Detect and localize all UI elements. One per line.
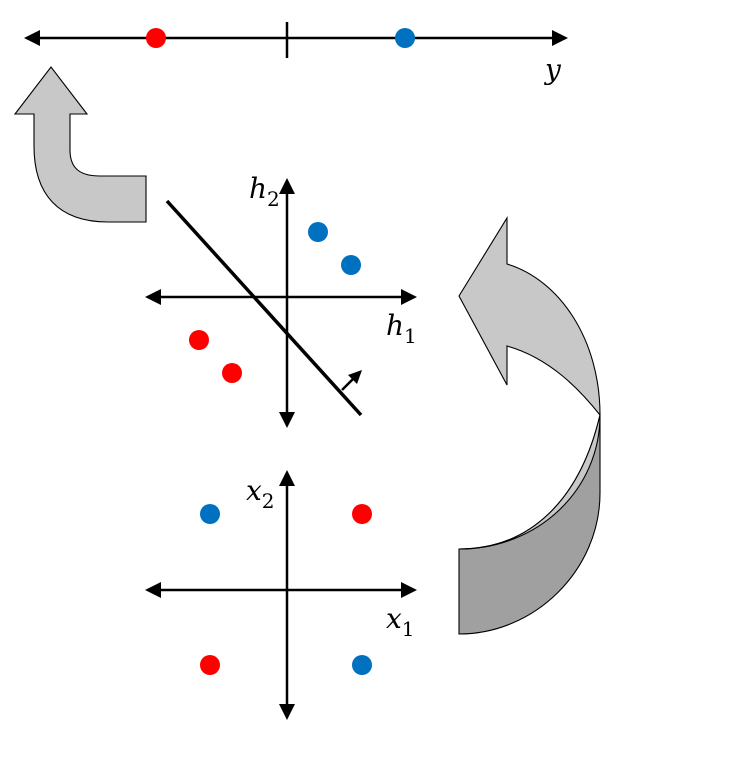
middle-axes: h2 h1 xyxy=(145,172,417,428)
bent-arrow-shape xyxy=(13,66,147,223)
curved-arrow-icon xyxy=(458,216,601,635)
middle-blue-point-1 xyxy=(308,222,328,242)
separating-line xyxy=(165,199,363,417)
middle-x-axis-label: h1 xyxy=(386,309,417,348)
top-axis-red-point xyxy=(146,28,166,48)
middle-y-axis-label: h2 xyxy=(249,172,280,211)
bottom-blue-point-top-left xyxy=(200,504,220,524)
normal-vector-arrowhead xyxy=(348,370,362,384)
curved-arrow-dark-face xyxy=(458,414,601,635)
middle-y-axis-top-arrowhead xyxy=(279,178,295,194)
top-axis-left-arrowhead xyxy=(24,30,40,46)
bottom-red-point-bottom-left xyxy=(200,655,220,675)
top-axis-right-arrowhead xyxy=(552,30,568,46)
bottom-y-axis-label: x2 xyxy=(246,474,275,513)
top-axis-blue-point xyxy=(395,28,415,48)
bent-arrow-icon xyxy=(13,66,147,223)
bottom-red-point-top-right xyxy=(352,504,372,524)
curved-arrow-light-face xyxy=(458,216,601,550)
bottom-y-axis-top-arrowhead xyxy=(279,470,295,486)
middle-blue-point-2 xyxy=(341,255,361,275)
middle-x-axis-right-arrowhead xyxy=(401,289,417,305)
middle-x-axis-left-arrowhead xyxy=(145,289,161,305)
bottom-x-axis-label: x1 xyxy=(386,602,415,641)
bottom-x-axis-right-arrowhead xyxy=(401,582,417,598)
top-axis-label: y xyxy=(543,53,562,86)
bottom-y-axis-bottom-arrowhead xyxy=(279,704,295,720)
bottom-x-axis-left-arrowhead xyxy=(145,582,161,598)
middle-red-point-1 xyxy=(189,330,209,350)
bottom-axes: x2 x1 xyxy=(145,470,417,720)
bottom-blue-point-bottom-right xyxy=(352,655,372,675)
top-axis: y xyxy=(24,22,568,86)
middle-red-point-2 xyxy=(222,363,242,383)
middle-y-axis-bottom-arrowhead xyxy=(279,412,295,428)
